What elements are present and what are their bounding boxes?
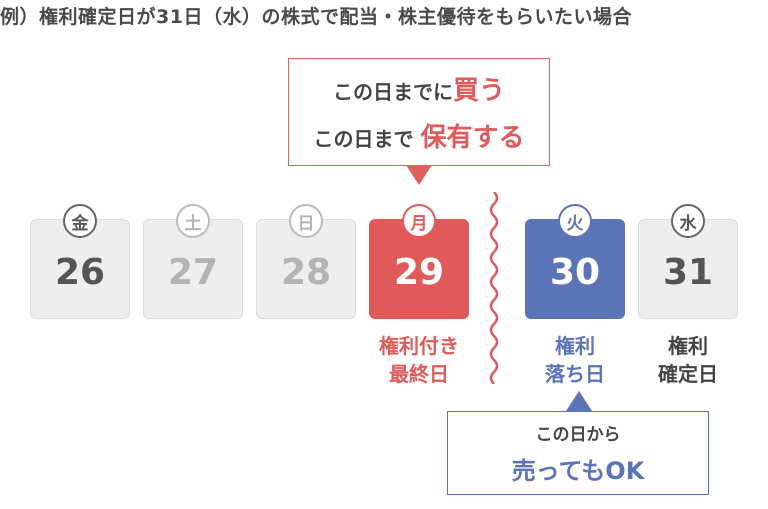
day-date: 29 <box>393 252 445 293</box>
callout-sell-line1: この日から <box>535 425 621 445</box>
day-date: 28 <box>280 252 332 293</box>
weekday-badge-sat: 土 <box>176 204 210 238</box>
day-box-28: 28 <box>256 219 356 319</box>
weekday-badge-wed: 水 <box>671 204 705 238</box>
buy-hold-callout: この日までに買う この日まで 保有する <box>288 58 550 166</box>
callout-sell-line2: 売ってもOK <box>511 457 645 485</box>
ex-rights-day-label: 権利 落ち日 <box>545 334 605 386</box>
callout-hold-prefix: この日まで <box>313 127 414 151</box>
weekday-badge-fri: 金 <box>63 204 97 238</box>
ex-rights-divider <box>489 192 499 384</box>
cum-rights-last-day-label: 権利付き 最終日 <box>379 334 459 386</box>
record-date-label: 権利 確定日 <box>658 334 718 386</box>
weekday-badge-sun: 日 <box>289 204 323 238</box>
callout-buy-emphasis: 買う <box>452 76 505 106</box>
page-heading: 例）権利確定日が31日（水）の株式で配当・株主優待をもらいたい場合 <box>0 6 632 28</box>
sell-ok-callout: この日から 売ってもOK <box>447 411 709 495</box>
day-date: 31 <box>662 252 714 293</box>
weekday-badge-mon: 月 <box>402 204 436 238</box>
day-date: 27 <box>167 252 219 293</box>
callout-hold-emphasis: 保有する <box>420 123 525 153</box>
weekday-badge-tue: 火 <box>558 204 592 238</box>
callout-buy-prefix: この日までに <box>332 80 453 104</box>
sell-callout-pointer <box>566 391 592 411</box>
buy-callout-pointer <box>406 165 432 185</box>
day-date: 30 <box>549 252 601 293</box>
day-date: 26 <box>54 252 106 293</box>
